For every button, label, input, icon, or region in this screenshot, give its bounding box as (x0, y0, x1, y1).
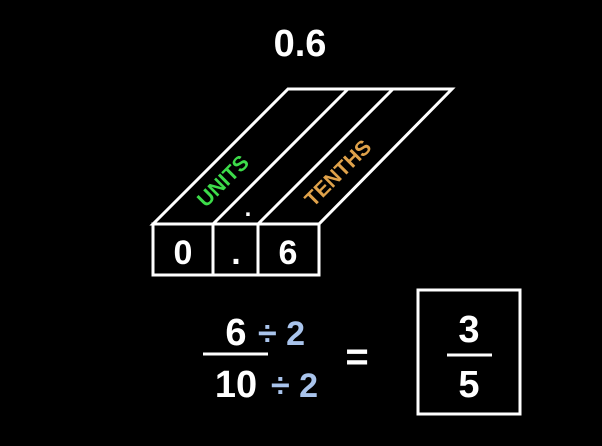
fraction-numerator: 6 (225, 312, 246, 354)
equals-sign: = (345, 335, 368, 379)
place-value-chart (149, 87, 456, 277)
fraction-denominator: 10 (215, 364, 257, 406)
decimal-point-digit: . (231, 234, 240, 272)
answer-box (416, 288, 522, 416)
digit-boxes (151, 222, 321, 277)
column-headers-parallelogram (149, 87, 456, 226)
tenths-digit: 6 (279, 234, 298, 272)
column-divider (211, 87, 350, 226)
result-denominator: 5 (458, 364, 479, 406)
tenths-label: TENTHS (301, 136, 377, 212)
decimal-point-label: . (245, 195, 252, 222)
result-numerator: 3 (458, 309, 479, 351)
units-digit: 0 (174, 234, 193, 272)
numerator-divisor: ÷ 2 (258, 315, 305, 353)
decimal-title: 0.6 (274, 23, 327, 65)
denominator-divisor: ÷ 2 (271, 367, 318, 405)
column-divider (256, 87, 395, 226)
